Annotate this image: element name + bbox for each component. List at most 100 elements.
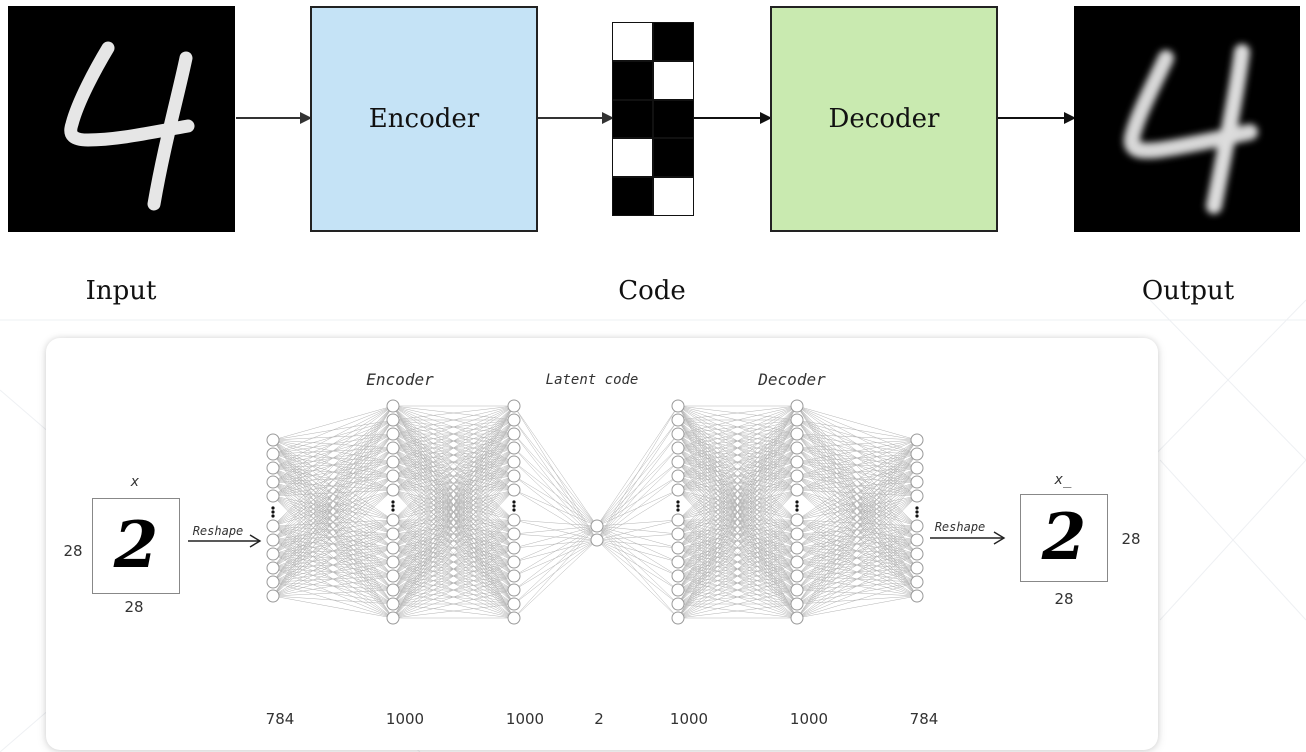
connection-edge <box>796 439 918 463</box>
neuron-node <box>671 541 685 555</box>
neuron-node <box>507 413 521 427</box>
neuron-node <box>386 427 400 441</box>
neuron-node <box>507 569 521 583</box>
connection-edge <box>272 405 394 527</box>
connection-edge <box>272 405 394 569</box>
connection-edge <box>596 405 679 527</box>
connection-edge <box>677 489 798 619</box>
connection-edge <box>392 405 515 549</box>
neuron-node <box>386 569 400 583</box>
connection-edge <box>272 405 394 555</box>
reshape-out-arrow-head <box>993 531 1006 545</box>
caption-input: Input <box>85 276 157 306</box>
input-digit-image: 2 <box>92 498 180 594</box>
connection-edge <box>272 495 394 619</box>
neuron-node <box>507 527 521 541</box>
arrow-decoder-to-output <box>998 112 1076 124</box>
neuron-node <box>386 455 400 469</box>
output-digit: 2 <box>1041 500 1087 575</box>
reshape-in-label: Reshape <box>192 524 244 538</box>
code-cell <box>612 177 653 216</box>
connection-edge <box>392 405 515 619</box>
neuron-node <box>671 469 685 483</box>
connection-edge <box>796 539 918 619</box>
neuron-node <box>790 527 804 541</box>
connection-edge <box>513 489 598 541</box>
connection-edge <box>596 539 679 605</box>
connection-edge <box>392 405 515 577</box>
connection-edge <box>677 561 798 619</box>
neuron-node <box>671 413 685 427</box>
decoder-title: Decoder <box>758 370 826 389</box>
connection-edge <box>392 461 515 619</box>
neuron-node <box>790 513 804 527</box>
neuron-node <box>507 541 521 555</box>
ellipsis-dot <box>391 508 395 512</box>
ellipsis-dot <box>676 508 680 512</box>
connection-edge <box>272 589 394 597</box>
neuron-node <box>790 483 804 497</box>
output-symbol: x_ <box>1054 472 1072 488</box>
neuron-node <box>790 455 804 469</box>
connection-edge <box>392 405 515 563</box>
neuron-node <box>386 611 400 625</box>
connection-edge <box>392 489 515 619</box>
caption-code: Code <box>618 276 686 306</box>
connection-edge <box>392 433 515 619</box>
connection-edge <box>796 419 918 441</box>
connection-edge <box>272 405 394 583</box>
neuron-node <box>910 489 924 503</box>
connection-edge <box>796 595 918 619</box>
connection-edge <box>677 405 798 563</box>
neuron-node <box>910 475 924 489</box>
connection-edge <box>272 405 394 455</box>
connection-edge <box>392 405 515 491</box>
neuron-node <box>266 489 280 503</box>
layer-size-2: 1000 <box>385 710 425 728</box>
connection-edge <box>596 405 679 541</box>
neuron-node <box>790 399 804 413</box>
ellipsis-dot <box>271 514 275 518</box>
neuron-node <box>266 547 280 561</box>
neuron-node <box>266 475 280 489</box>
layer-size-6: 1000 <box>789 710 829 728</box>
neuron-node <box>790 597 804 611</box>
connection-edge <box>796 553 918 619</box>
neuron-node <box>266 589 280 603</box>
connection-edge <box>392 405 515 535</box>
connection-edge <box>513 419 598 527</box>
connection-edge <box>677 405 798 421</box>
connection-edge <box>796 419 918 527</box>
connection-edge <box>272 405 394 441</box>
neuron-node <box>790 541 804 555</box>
neuron-node <box>910 433 924 447</box>
neuron-node <box>910 533 924 547</box>
connection-edge <box>513 539 598 619</box>
connection-edge <box>677 519 798 619</box>
connection-edge <box>392 519 515 535</box>
neuron-node <box>386 399 400 413</box>
connection-edge <box>677 405 798 549</box>
neuron-node <box>671 455 685 469</box>
connection-edge <box>596 539 679 549</box>
input-symbol: x <box>130 474 140 490</box>
neuron-node <box>790 611 804 625</box>
neuron-node <box>910 589 924 603</box>
connection-edge <box>796 439 918 549</box>
neuron-node <box>671 441 685 455</box>
connection-edge <box>796 439 918 449</box>
neuron-node <box>266 433 280 447</box>
connection-edge <box>677 405 798 535</box>
neuron-node <box>386 513 400 527</box>
connection-edge <box>596 539 679 619</box>
connection-edge <box>677 461 798 619</box>
connection-edge <box>272 405 394 483</box>
code-cell <box>653 177 694 216</box>
layer-size-1: 784 <box>265 710 295 728</box>
connection-edge <box>272 433 394 597</box>
connection-edge <box>796 405 918 441</box>
ellipsis-dot <box>676 504 680 508</box>
connection-edge <box>677 405 798 435</box>
neuron-node <box>910 447 924 461</box>
connection-edge <box>796 439 918 619</box>
